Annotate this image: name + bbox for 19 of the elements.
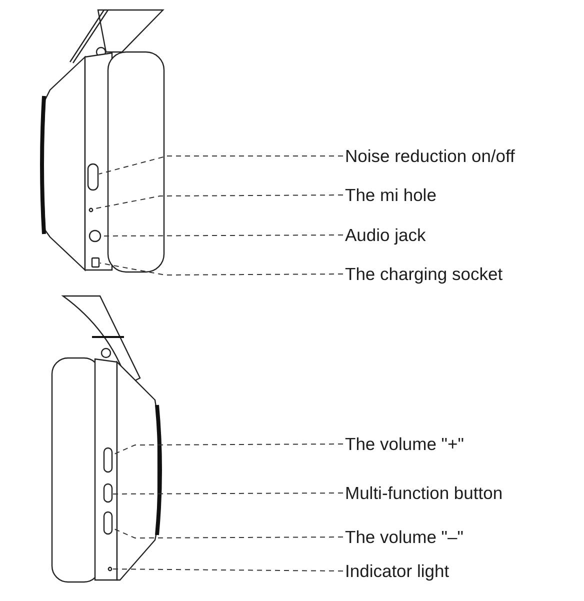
leader-line [112,492,344,494]
volume-down-button [103,511,113,535]
mic-hole [88,208,94,212]
slide-switch [87,163,99,191]
part-label: Multi-function button [345,482,503,504]
part-label: The volume "–" [345,526,464,548]
part-label: Audio jack [345,224,426,246]
leader-line [98,156,344,174]
audio-jack [88,230,102,242]
part-label: The volume "+" [345,433,464,455]
volume-up-button [103,447,113,473]
part-label: The mi hole [345,184,436,206]
part-label: Indicator light [345,560,450,582]
leader-line [112,568,344,572]
multi-function-button [103,483,113,503]
part-label: Noise reduction on/off [345,145,515,167]
part-label: The charging socket [345,263,503,285]
charging-socket [91,257,100,268]
indicator-light [108,566,112,572]
